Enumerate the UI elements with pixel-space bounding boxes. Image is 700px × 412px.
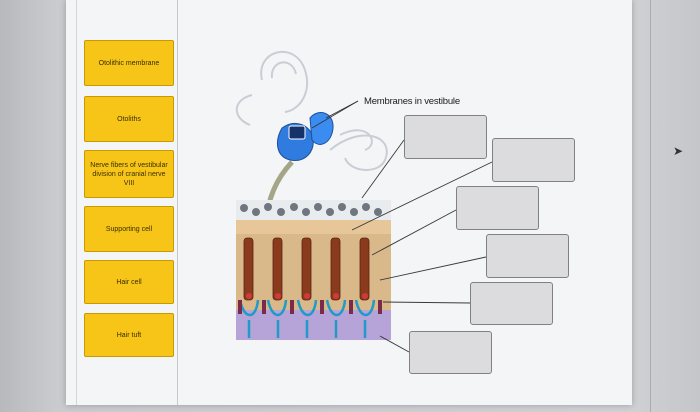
vestibule-illustration (277, 112, 334, 161)
label-text: Otolithic membrane (98, 59, 160, 67)
drop-box-3[interactable] (456, 186, 539, 230)
label-text: Nerve fibers of vestibular division of c… (90, 161, 168, 187)
screen-edge (650, 0, 651, 412)
hair-cell-detail (236, 200, 391, 340)
label-text: Hair tuft (116, 331, 142, 339)
label-nerve-fibers[interactable]: Nerve fibers of vestibular division of c… (84, 150, 174, 198)
label-otoliths[interactable]: Otoliths (84, 96, 174, 142)
label-otolithic-membrane[interactable]: Otolithic membrane (84, 40, 174, 86)
label-hair-cell[interactable]: Hair cell (84, 260, 174, 304)
drop-box-2[interactable] (492, 138, 575, 182)
label-supporting-cell[interactable]: Supporting cell (84, 206, 174, 252)
drop-box-4[interactable] (486, 234, 569, 278)
label-text: Hair cell (116, 278, 142, 286)
column-divider (177, 0, 178, 405)
leader-lines (351, 139, 493, 353)
inner-ear-illustration (235, 51, 388, 171)
label-text: Otoliths (117, 115, 141, 123)
drop-box-1[interactable] (404, 115, 487, 159)
label-text: Supporting cell (105, 225, 153, 233)
diagram-title: Membranes in vestibule (362, 96, 462, 107)
label-hair-tuft[interactable]: Hair tuft (84, 313, 174, 357)
drop-box-6[interactable] (409, 331, 492, 374)
drop-box-5[interactable] (470, 282, 553, 325)
panel-guide-line (76, 0, 77, 405)
mouse-cursor-icon: ➤ (673, 144, 684, 158)
